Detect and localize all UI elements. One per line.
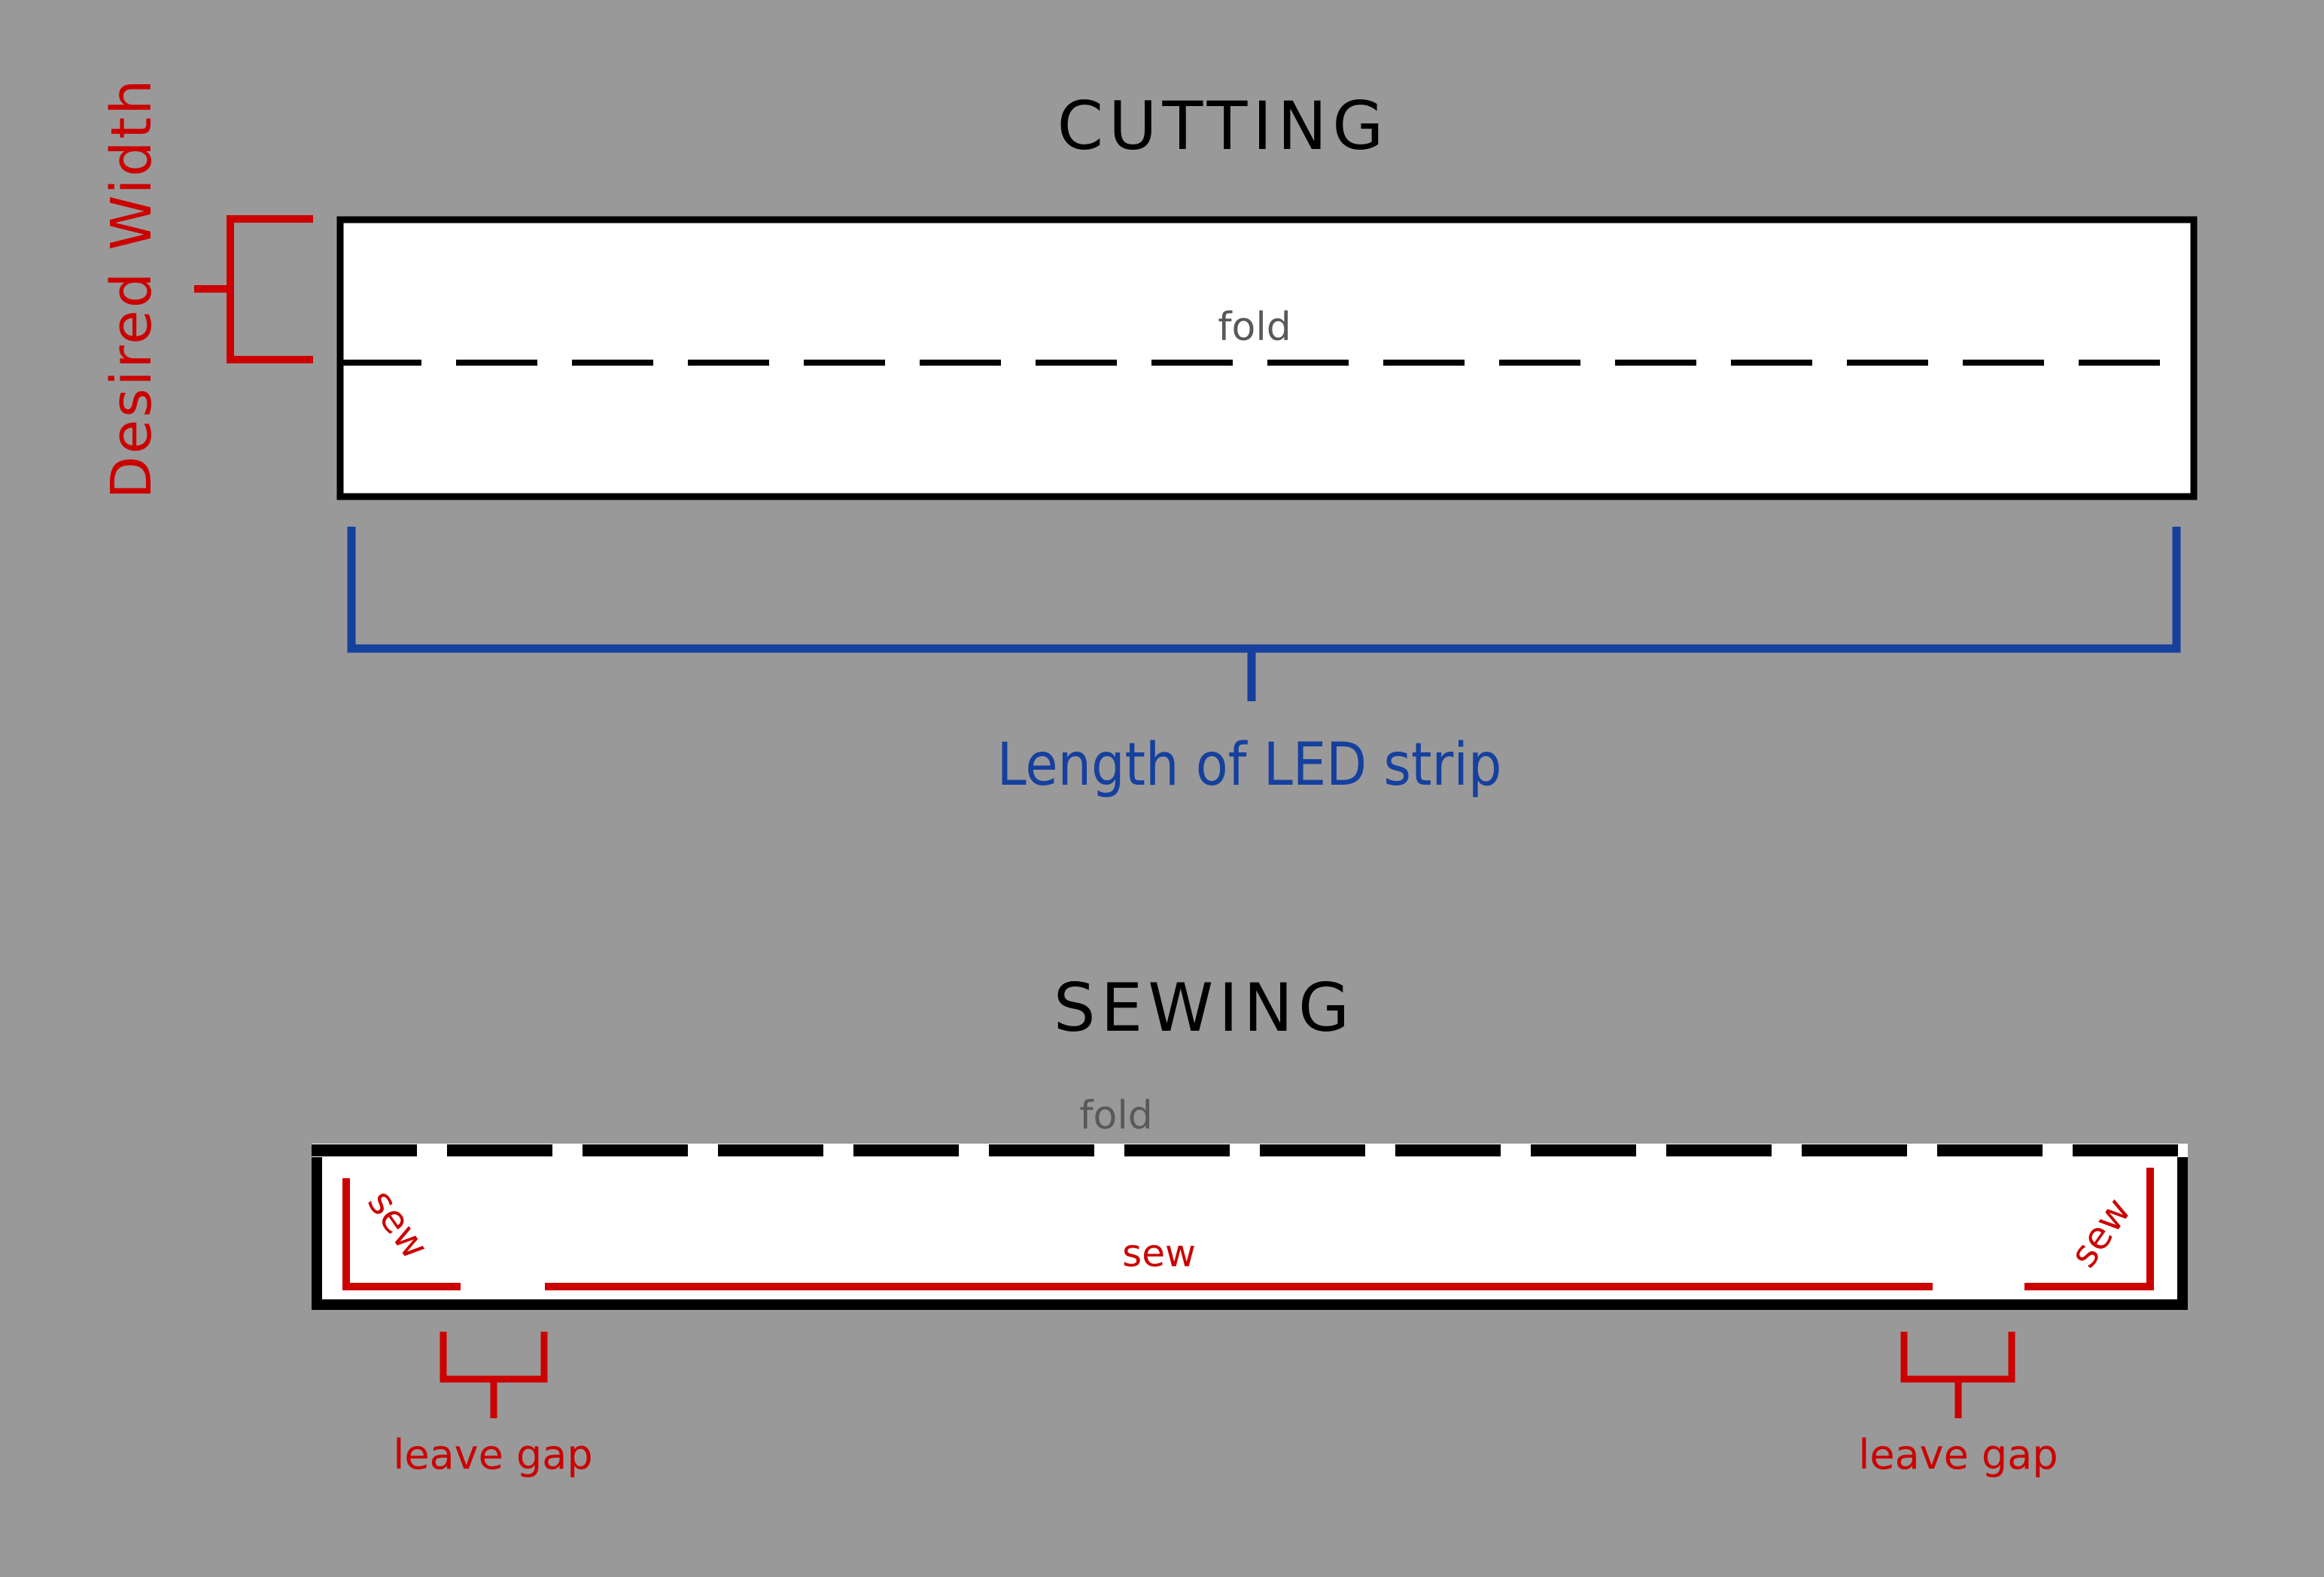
sewing-fabric-rect: [312, 1145, 2188, 1310]
led-length-label: Length of LED strip: [997, 731, 1502, 799]
cutting-section: CUTTING fold Desired Width Length of LED…: [99, 77, 2198, 799]
sew-line-right: [2024, 1168, 2154, 1290]
desired-width-label: Desired Width: [99, 77, 164, 499]
sew-line-left: [342, 1178, 461, 1290]
cutting-fabric-rect: [336, 216, 2198, 500]
cutting-fold-label: fold: [1218, 305, 1291, 350]
leave-gap-bracket-right: [1900, 1332, 2015, 1418]
cutting-title: CUTTING: [1057, 87, 1389, 165]
sew-label-center: sew: [1122, 1232, 1196, 1275]
leave-gap-bracket-left: [440, 1332, 548, 1418]
leave-gap-label-left: leave gap: [393, 1431, 592, 1478]
sewing-fold-label: fold: [1079, 1093, 1153, 1138]
led-length-bracket: [347, 527, 2181, 701]
sew-stitch-lines: [342, 1168, 2154, 1290]
sewing-title: SEWING: [1054, 969, 1355, 1047]
sewing-section: SEWING fold sew sew sew: [312, 969, 2188, 1478]
led-length-bracket-path: [347, 527, 2181, 653]
leave-gap-label-right: leave gap: [1858, 1431, 2058, 1478]
desired-width-bracket: [194, 215, 313, 363]
